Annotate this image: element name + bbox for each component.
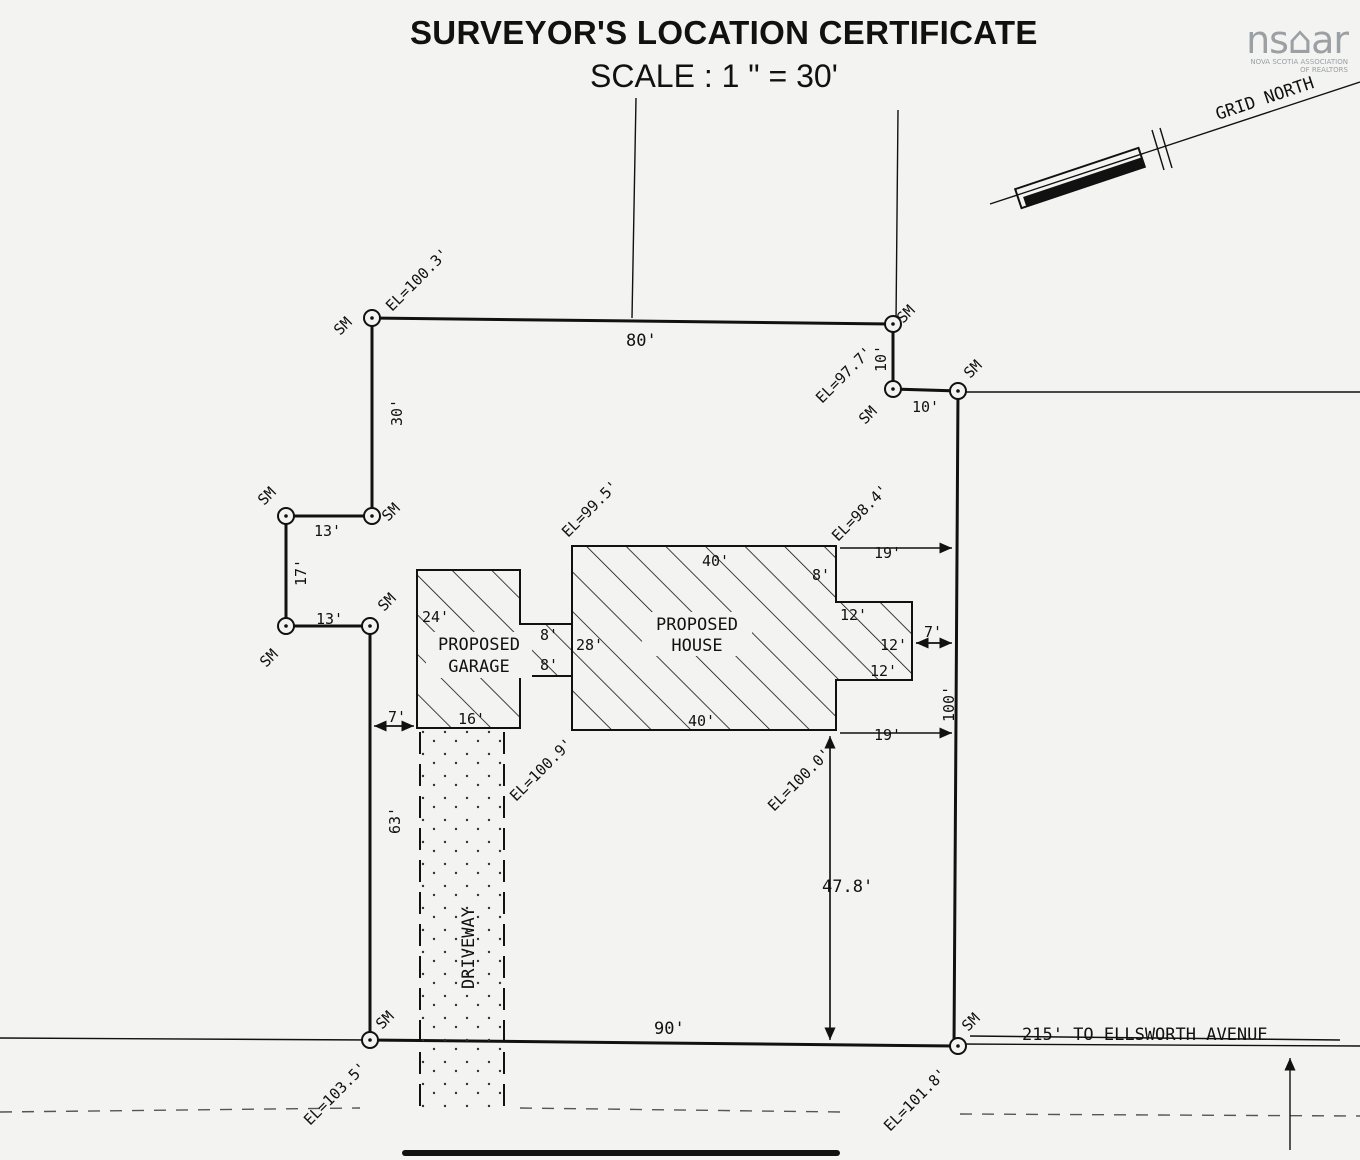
dim-east: 100' xyxy=(940,686,958,722)
dim-south: 90' xyxy=(654,1019,685,1039)
logo-org-line2: OF REALTORS xyxy=(1300,66,1348,74)
dim-west-upper: 30' xyxy=(388,399,406,426)
dim-ne-jog-vertical: 10' xyxy=(872,345,890,372)
survey-monument-label: SM xyxy=(378,499,404,525)
home-indicator xyxy=(402,1150,840,1156)
garage-label: GARAGE xyxy=(448,657,509,677)
survey-monument-label: SM xyxy=(254,483,280,509)
driveway-label: DRIVEWAY xyxy=(459,907,479,989)
driveway-area xyxy=(420,730,504,1110)
dim-ne-jog-horizontal: 10' xyxy=(912,398,939,416)
nsar-logo: ns⌂ar NOVA SCOTIA ASSOCIATION OF REALTOR… xyxy=(1228,18,1349,74)
survey-monument-center xyxy=(370,316,374,320)
house-label: PROPOSED xyxy=(656,615,738,635)
survey-monument-center xyxy=(284,514,288,518)
dim-west-lower: 63' xyxy=(386,807,404,834)
survey-monument-center xyxy=(284,624,288,628)
survey-monument-center xyxy=(956,389,960,393)
survey-monument-center xyxy=(370,514,374,518)
setback-bump-east: 7' xyxy=(924,623,942,641)
house-dim-bottom: 40' xyxy=(688,712,715,730)
house-label: HOUSE xyxy=(671,636,722,656)
setback-garage-west: 7' xyxy=(388,708,406,726)
house-dim-left: 28' xyxy=(576,636,603,654)
survey-monument-label: SM xyxy=(960,356,986,382)
garage-label: PROPOSED xyxy=(438,635,520,655)
reference-line xyxy=(895,109,899,323)
street-note: 215' TO ELLSWORTH AVENUE xyxy=(1022,1025,1268,1045)
survey-monument-label: SM xyxy=(330,313,356,339)
survey-monument-center xyxy=(368,624,372,628)
dim-west-jog-vertical: 17' xyxy=(292,559,310,586)
house-dim-top: 40' xyxy=(702,552,729,570)
curb-line xyxy=(0,1107,1360,1117)
survey-monument-label: SM xyxy=(374,589,400,615)
house-dim-bump-side: 12' xyxy=(880,636,907,654)
grid-north-arrow: GRID NORTH xyxy=(989,73,1360,210)
grid-north-label: GRID NORTH xyxy=(1213,73,1316,124)
elevation-house-se: EL=100.0' xyxy=(764,745,834,815)
setback-east-bottom: 19' xyxy=(874,726,901,744)
elevation-se-corner: EL=101.8' xyxy=(880,1065,950,1135)
garage-connector-top: 8' xyxy=(540,626,558,644)
elevation-house-sw: EL=100.9' xyxy=(506,735,576,805)
elevation-house-ne: EL=98.4' xyxy=(828,481,892,545)
logo-mark: ns⌂ar xyxy=(1246,18,1349,62)
setback-east-top: 19' xyxy=(874,544,901,562)
survey-monument-label: SM xyxy=(372,1007,398,1033)
garage-connector-bottom: 8' xyxy=(540,656,558,674)
scale-label: SCALE : 1 " = 30' xyxy=(590,58,838,94)
house-label-bg xyxy=(642,612,752,656)
dim-west-jog-bottom: 13' xyxy=(316,610,343,628)
elevation-ne-jog: EL=97.7' xyxy=(812,343,876,407)
house-dim-bump-bottom: 12' xyxy=(870,662,897,680)
certificate-title: SURVEYOR'S LOCATION CERTIFICATE xyxy=(410,14,1038,51)
survey-monument-label: SM xyxy=(958,1009,984,1035)
elevation-house-nw: EL=99.5' xyxy=(558,477,622,541)
house-dim-bump-top: 12' xyxy=(840,606,867,624)
street-line xyxy=(957,1043,1360,1047)
garage-label-bg xyxy=(426,632,532,678)
elevation-nw-corner: EL=100.3' xyxy=(382,245,452,315)
setback-south: 47.8' xyxy=(822,877,873,897)
street-line xyxy=(0,1037,373,1041)
survey-monument-label: SM xyxy=(855,402,881,428)
logo-org-line1: NOVA SCOTIA ASSOCIATION xyxy=(1250,58,1348,66)
dim-west-jog-top: 13' xyxy=(314,522,341,540)
garage-dim-left: 24' xyxy=(422,608,449,626)
survey-monument-label: SM xyxy=(256,645,282,671)
garage-dim-bottom: 16' xyxy=(458,710,485,728)
reference-line xyxy=(631,97,637,319)
dim-north: 80' xyxy=(626,331,657,351)
survey-monument-center xyxy=(956,1044,960,1048)
survey-monument-center xyxy=(891,322,895,326)
survey-monument-center xyxy=(368,1038,372,1042)
survey-monument-center xyxy=(891,387,895,391)
elevation-sw-corner: EL=103.5' xyxy=(300,1059,370,1129)
house-dim-notch: 8' xyxy=(812,566,830,584)
street-note-underline xyxy=(969,1035,1341,1041)
